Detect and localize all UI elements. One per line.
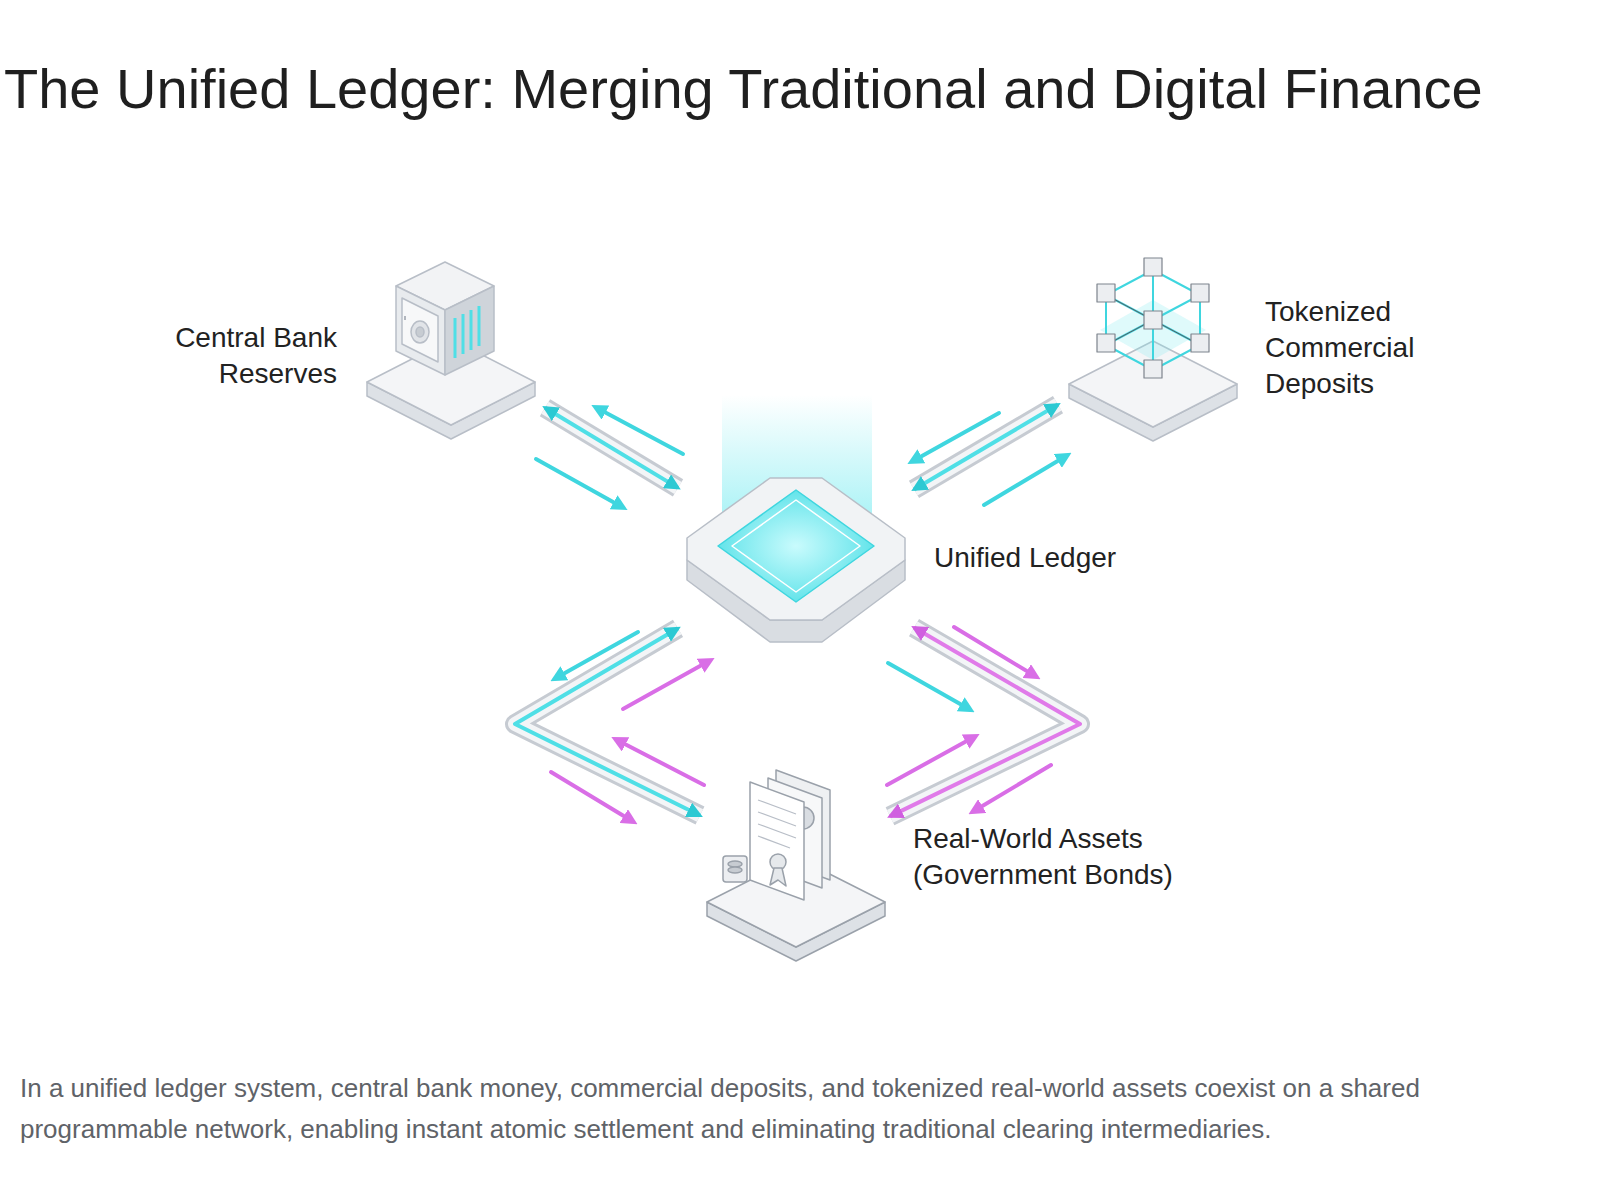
- vault-icon: [478, 306, 481, 346]
- network-icon: [1106, 270, 1200, 370]
- vault-icon: [445, 286, 494, 375]
- vault-icon: [404, 316, 406, 320]
- network-icon: [1144, 258, 1162, 276]
- pipe-body: [515, 628, 700, 815]
- flow-arrows: [623, 661, 709, 709]
- vault-icon: [402, 298, 438, 362]
- documents-icon: [707, 770, 885, 961]
- node-label: Central Bank Reserves: [159, 320, 337, 392]
- network-icon: [1106, 295, 1200, 345]
- documents-icon: [728, 861, 742, 867]
- figure-caption: In a unified ledger system, central bank…: [20, 1068, 1565, 1150]
- pipe-flow: [914, 405, 1058, 490]
- node-box: Central Bank Reserves: [360, 262, 545, 442]
- flow-arrows: [888, 663, 969, 709]
- connector-pipe: [914, 405, 1058, 490]
- documents-icon: [758, 824, 796, 838]
- pipe-outline: [545, 408, 678, 488]
- ledger-hub: [718, 490, 874, 602]
- documents-icon: [723, 856, 747, 882]
- documents-icon: [758, 800, 796, 848]
- ledger-hub: [687, 478, 905, 642]
- vault-icon: [470, 310, 473, 350]
- network-icon: [1097, 334, 1115, 352]
- network-icon: [1191, 284, 1209, 302]
- ledger-hub: [732, 500, 860, 592]
- documents-icon: [770, 868, 786, 886]
- documents-icon: [758, 812, 796, 826]
- vault-icon: [416, 327, 424, 337]
- diagram-title: The Unified Ledger: Merging Traditional …: [4, 56, 1483, 121]
- network-icon: [1106, 270, 1200, 370]
- node-label: Real-World Assets (Government Bonds): [913, 821, 1198, 893]
- documents-icon: [750, 782, 804, 900]
- flow-arrows: [536, 459, 622, 507]
- network-icon: [1144, 360, 1162, 378]
- pipe-body: [890, 628, 1080, 817]
- pipe-outline: [914, 405, 1058, 490]
- flow-arrows: [984, 456, 1066, 505]
- connector-pipe: [515, 628, 700, 815]
- network-icon: [1191, 334, 1209, 352]
- vault-icon: [367, 262, 535, 439]
- network-icon: [1106, 295, 1200, 345]
- vault-icon: [462, 314, 465, 354]
- pipe-flow: [515, 628, 700, 815]
- node-box: Tokenized Commercial Deposits: [1058, 255, 1243, 445]
- network-icon: [1097, 258, 1209, 378]
- ledger-hub: [687, 478, 905, 620]
- network-icon: [1106, 295, 1200, 345]
- node-label: Unified Ledger: [934, 540, 1174, 576]
- vault-icon: [396, 286, 445, 375]
- pipe-outline: [890, 628, 1080, 817]
- node-box: Unified Ledger: [678, 470, 914, 648]
- vault-icon: [454, 318, 457, 358]
- pipe-outline: [515, 628, 700, 815]
- pipe-body: [545, 408, 678, 488]
- network-icon: [1097, 284, 1115, 302]
- network-icon: [1144, 311, 1162, 329]
- connector-pipe: [545, 408, 678, 488]
- pipe-flow: [545, 408, 678, 488]
- pipe-body: [914, 405, 1058, 490]
- documents-icon: [728, 867, 742, 873]
- documents-icon: [758, 836, 790, 848]
- vault-icon: [411, 321, 429, 343]
- pipe-flow: [890, 628, 1080, 817]
- documents-icon: [758, 800, 796, 814]
- node-box: Real-World Assets (Government Bonds): [700, 755, 890, 970]
- network-icon: [1069, 258, 1237, 441]
- connector-pipe: [890, 628, 1080, 817]
- node-label: Tokenized Commercial Deposits: [1265, 294, 1440, 402]
